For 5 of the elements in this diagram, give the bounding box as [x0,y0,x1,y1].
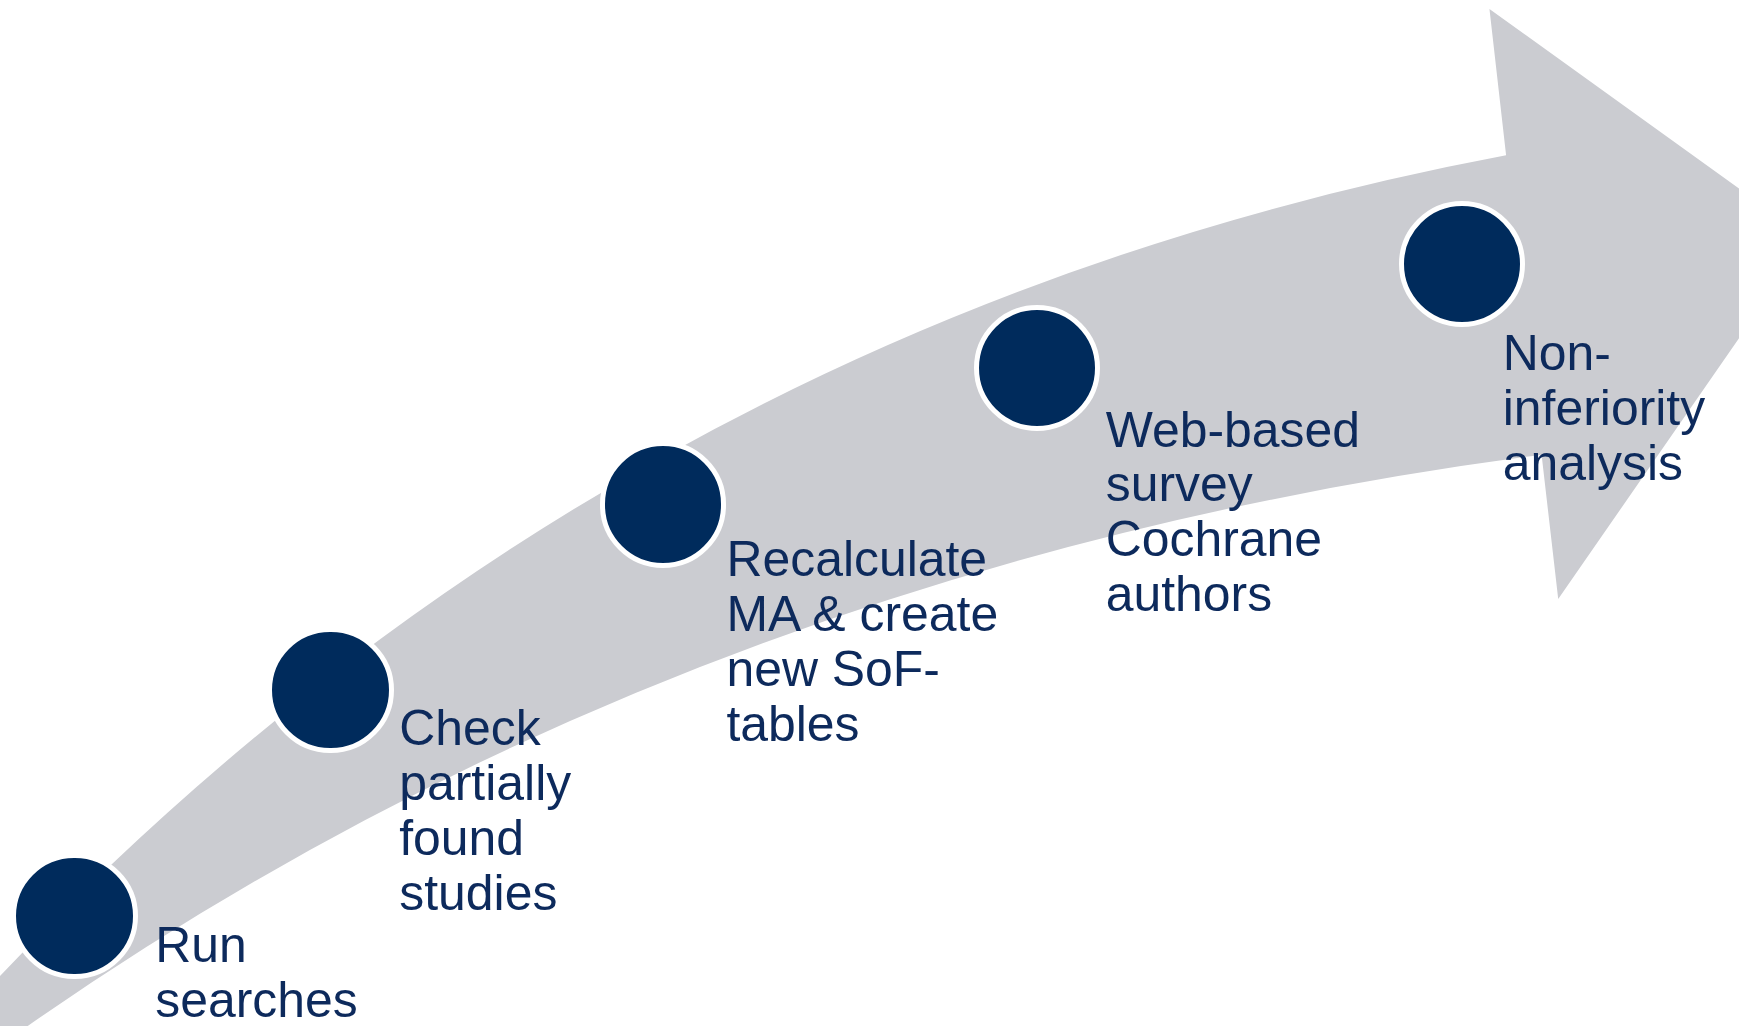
step-label: Non-inferiority analysis [1502,326,1707,491]
step-label: Web-based survey Cochrane authors [1105,402,1361,623]
step-label: Run searches [155,918,359,1026]
step-label: Check partially found studies [399,700,573,921]
step-label: Recalculate MA & create new SoF-tables [726,532,1000,752]
